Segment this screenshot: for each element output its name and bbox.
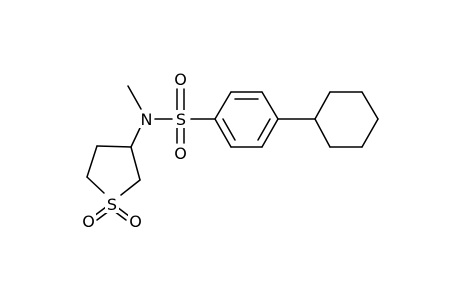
bond-n-methyl (127, 85, 142, 110)
benzene-ring (214, 91, 279, 148)
atom-s-sulfonyl: S (174, 110, 188, 129)
atom-label-n: N (141, 110, 153, 129)
cyclohexyl-ring (314, 91, 379, 148)
atom-label-s: S (176, 110, 186, 129)
atom-o-ring-left: O (81, 212, 96, 231)
atom-n: N (139, 110, 154, 129)
atom-label-o: O (174, 144, 187, 163)
bond (86, 145, 98, 178)
atom-label-o: O (82, 212, 95, 231)
bond-aromatic-inner (257, 118, 271, 141)
bond (314, 118, 331, 148)
bond (120, 179, 141, 196)
bond (314, 91, 331, 120)
bond (96, 145, 132, 148)
bond (261, 118, 279, 148)
bond (261, 91, 279, 120)
bond (214, 91, 232, 120)
atom-label-o: O (174, 70, 187, 89)
atom-o-ring-right: O (128, 212, 143, 231)
bond (130, 146, 141, 181)
atom-o-bottom: O (173, 144, 188, 163)
bond (86, 176, 105, 194)
bond (361, 91, 379, 120)
thiolane-ring (86, 145, 141, 196)
bond-n-ring (130, 127, 141, 148)
bond (214, 118, 232, 148)
bond (361, 118, 379, 148)
atom-s-ring: S (105, 195, 119, 214)
atom-label-o: O (129, 212, 142, 231)
bond-aromatic-inner (222, 118, 236, 141)
atom-label-s: S (107, 195, 117, 214)
atom-o-top: O (173, 70, 188, 89)
sulfonyl-group (154, 88, 185, 144)
